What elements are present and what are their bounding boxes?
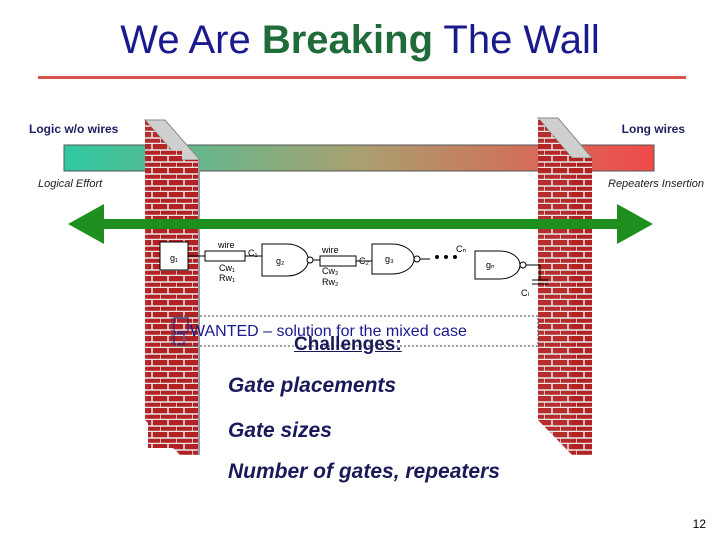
right-brick-wall	[536, 117, 594, 455]
wire2-label: wire	[321, 245, 339, 255]
spectrum-double-arrow	[68, 204, 653, 244]
gate-chain-circuit	[159, 241, 548, 285]
wanted-text: WANTED – solution for the mixed case	[190, 323, 467, 340]
challenges-heading: Challenges:	[294, 334, 402, 355]
wire1-label: wire	[217, 240, 235, 250]
slide-title: We Are Breaking The Wall	[120, 18, 600, 62]
gate-g3-label: g₃	[385, 254, 394, 264]
cw1-label: Cw₁	[219, 263, 235, 273]
gate-gn-label: gₙ	[486, 260, 495, 270]
title-underline	[38, 76, 686, 79]
challenge-item: Gate sizes	[228, 419, 332, 442]
cn-label: Cₙ	[456, 244, 466, 254]
challenge-item: Gate placements	[228, 374, 397, 397]
gate-g1-label: g₁	[170, 253, 178, 263]
wanted-box	[171, 315, 539, 347]
page-number: 12	[692, 517, 706, 531]
left-brick-wall	[143, 119, 202, 455]
right-subheading: Repeaters Insertion	[608, 178, 704, 190]
ellipsis-dots	[435, 255, 457, 259]
left-subheading: Logical Effort	[38, 178, 103, 190]
gate-g2-label: g₂	[276, 256, 285, 266]
checkbox-icon	[173, 317, 189, 333]
cl-label: Cₗ	[521, 288, 529, 298]
c2-label: C₂	[359, 256, 369, 266]
right-heading: Long wires	[621, 122, 685, 136]
rw1-label: Rw₁	[219, 273, 235, 283]
c1-label: C₁	[248, 248, 258, 258]
challenge-item: Number of gates, repeaters	[228, 460, 500, 483]
rw2-label: Rw₂	[322, 277, 339, 287]
left-heading: Logic w/o wires	[29, 122, 119, 136]
cw2-label: Cw₂	[322, 266, 339, 276]
bullet-box-icon	[173, 333, 185, 345]
